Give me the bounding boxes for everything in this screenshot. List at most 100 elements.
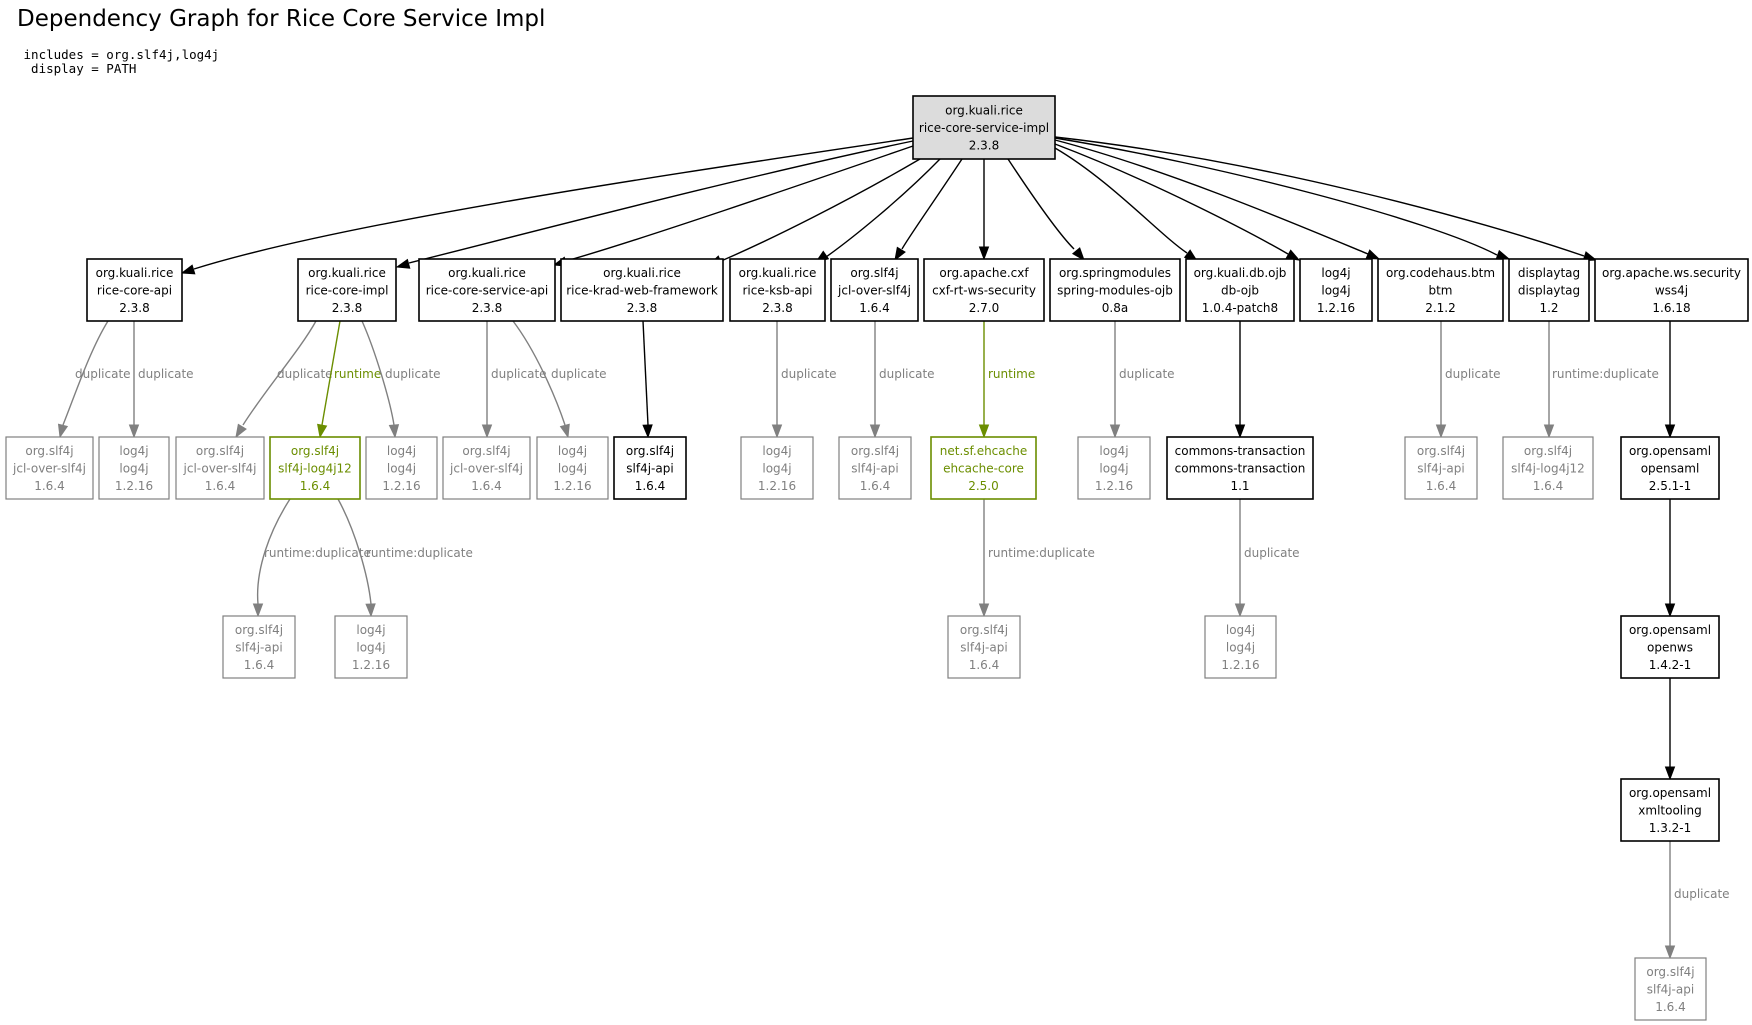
edge-n12-a15: runtime:duplicate [1543, 321, 1659, 439]
node-label: 1.6.4 [244, 658, 275, 672]
node-label: slf4j-api [851, 462, 898, 476]
edge-label: duplicate [551, 367, 607, 381]
node-box [297, 258, 397, 322]
node-label: slf4j-api [1417, 462, 1464, 476]
node-label: 1.6.4 [205, 479, 236, 493]
node-label: org.slf4j [626, 444, 674, 458]
edge-line [901, 158, 963, 250]
nodes-layer: org.kuali.rice rice-core-service-impl 2.3.… [5, 95, 1749, 1021]
edge-line [825, 158, 941, 258]
node-label: rice-krad-web-framework [566, 284, 718, 298]
node-label: 2.3.8 [627, 301, 658, 315]
node-label: rice-ksb-api [742, 284, 812, 298]
node-label: org.apache.ws.security [1602, 266, 1741, 280]
node-box [536, 436, 609, 500]
node-box [1634, 957, 1707, 1021]
node-box [98, 436, 170, 500]
node-box [947, 615, 1021, 679]
arrowhead [1664, 424, 1676, 439]
edge-root-n6 [894, 158, 963, 262]
edge-label: duplicate [277, 367, 333, 381]
node-label: slf4j-log4j12 [278, 462, 352, 476]
node-label: log4j [558, 444, 587, 458]
node-box [1404, 436, 1478, 500]
arrowhead [395, 258, 411, 269]
edge-n11-a14: duplicate [1435, 321, 1501, 439]
node-label: slf4j-api [1647, 983, 1694, 997]
node-label: log4j [558, 462, 587, 476]
node-a8: org.slf4j slf4j-api 1.6.4 [613, 436, 687, 500]
node-box [1620, 436, 1720, 500]
edge-n2-a5: duplicate [361, 320, 441, 439]
node-label: 1.0.4-patch8 [1202, 301, 1278, 315]
node-box [442, 436, 531, 500]
node-label: org.kuali.rice [96, 266, 174, 280]
node-label: cxf-rt-ws-security [932, 284, 1036, 298]
node-label: 2.3.8 [472, 301, 503, 315]
edge-line [193, 137, 914, 270]
arrowhead [1435, 424, 1447, 439]
node-label: 1.6.4 [1426, 479, 1457, 493]
node-label: slf4j-api [626, 462, 673, 476]
node-label: openws [1647, 641, 1693, 655]
arrowhead [1664, 945, 1676, 960]
edge-root-n1 [180, 137, 914, 275]
edge-line [321, 320, 341, 426]
edge-line [1054, 136, 1585, 257]
node-label: 1.6.4 [969, 658, 1000, 672]
node-label: net.sf.ehcache [940, 444, 1027, 458]
arrowhead [559, 423, 570, 439]
node-label: 1.6.4 [34, 479, 65, 493]
node-box [560, 258, 724, 322]
edge-label: duplicate [75, 367, 131, 381]
node-box [222, 615, 296, 679]
node-label: log4j [1099, 444, 1128, 458]
edge-line [361, 320, 395, 426]
edge-n5-a9: duplicate [771, 321, 837, 439]
edge-line [408, 140, 914, 264]
node-label: slf4j-api [235, 641, 282, 655]
node-label: 1.1 [1230, 479, 1249, 493]
node-box [269, 436, 361, 500]
edge-c1-d1: duplicate [1664, 841, 1730, 960]
node-label: 2.3.8 [332, 301, 363, 315]
edge-n1-a2: duplicate [128, 321, 194, 439]
node-label: 1.4.2-1 [1649, 658, 1692, 672]
edge-label: runtime:duplicate [1552, 367, 1659, 381]
node-label: org.opensaml [1629, 444, 1711, 458]
node-label: rice-core-service-impl [919, 121, 1049, 135]
edge-root-n9 [1054, 147, 1199, 262]
edge-line [1054, 139, 1369, 255]
node-label: rice-core-impl [306, 284, 389, 298]
edge-b5-c1 [1664, 678, 1676, 781]
node-label: 1.2.16 [352, 658, 390, 672]
node-label: 1.6.4 [300, 479, 331, 493]
edge-label: runtime [334, 367, 381, 381]
node-box [1077, 436, 1151, 500]
node-label: 1.2.16 [758, 479, 796, 493]
edge-line [1007, 158, 1075, 250]
node-label: org.codehaus.btm [1386, 266, 1495, 280]
node-box [334, 615, 408, 679]
node-box [1204, 615, 1277, 679]
edge-a4-b1: runtime:duplicate [252, 498, 371, 618]
edge-n4-a8 [642, 320, 653, 439]
node-box [1620, 778, 1720, 842]
node-label: 1.6.4 [1655, 1000, 1686, 1014]
node-label: log4j [1321, 266, 1350, 280]
edge-n6-a10: duplicate [869, 321, 935, 439]
node-label: 1.2.16 [1221, 658, 1259, 672]
node-label: org.slf4j [1646, 965, 1694, 979]
node-label: 1.6.4 [635, 479, 666, 493]
